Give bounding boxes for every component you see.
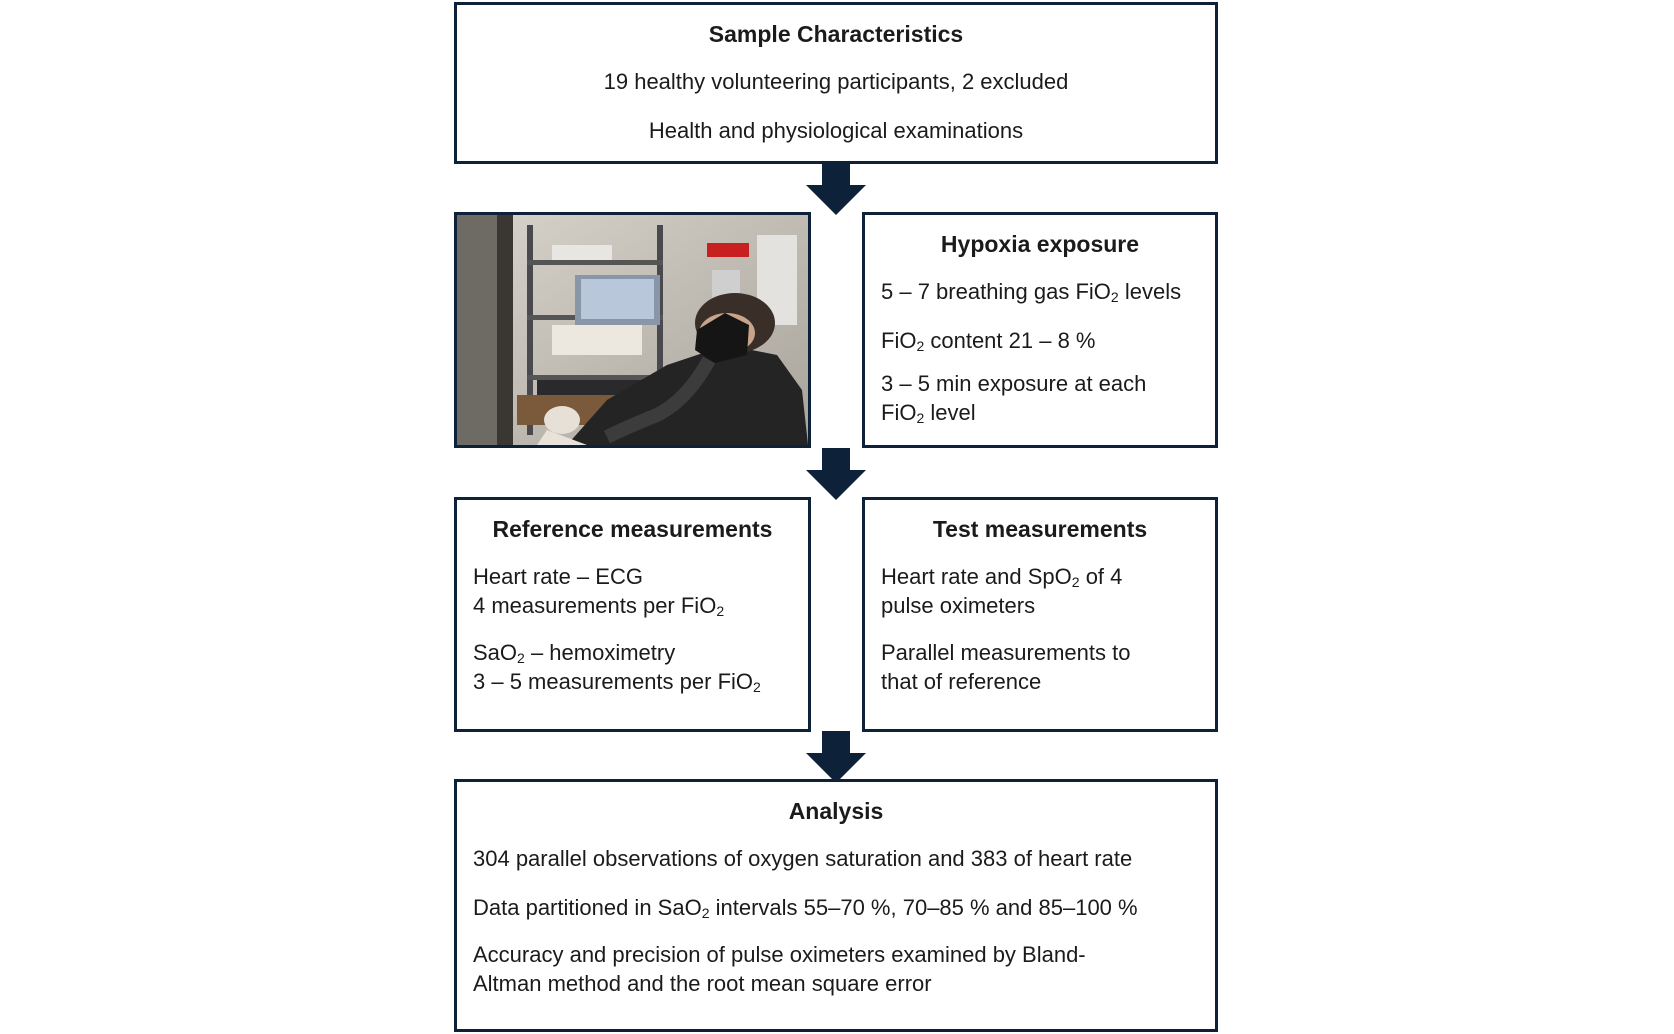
analysis-accuracy-text: Accuracy and precision of pulse oximeter… xyxy=(473,942,1086,996)
hypoxia-exposure-title: Hypoxia exposure xyxy=(940,231,1140,257)
participant-photo xyxy=(454,212,811,448)
analysis-partition-text: Data partitioned in SaO2 intervals 55–70… xyxy=(473,895,1138,921)
analysis-observations-text: 304 parallel observations of oxygen satu… xyxy=(473,846,1133,871)
analysis-box: Analysis 304 parallel observations of ox… xyxy=(454,779,1218,1032)
participant-with-oxygen-mask-photo-icon xyxy=(457,215,808,445)
test-measurements-title: Test measurements xyxy=(932,516,1148,542)
sample-characteristics-box: Sample Characteristics 19 healthy volunt… xyxy=(454,2,1218,164)
analysis-title: Analysis xyxy=(788,798,884,824)
reference-measurements-title: Reference measurements xyxy=(492,516,773,542)
test-measurements-box: Test measurements Heart rate and SpO2 of… xyxy=(862,497,1218,732)
down-arrow-icon xyxy=(806,448,866,500)
down-arrow-icon xyxy=(806,731,866,783)
sample-characteristics-title: Sample Characteristics xyxy=(708,21,964,47)
sample-participants-text: 19 healthy volunteering participants, 2 … xyxy=(603,69,1069,94)
down-arrow-icon xyxy=(806,163,866,215)
hypoxia-content-text: FiO2 content 21 – 8 % xyxy=(881,328,1096,354)
sample-examinations-text: Health and physiological examinations xyxy=(648,118,1024,143)
hypoxia-exposure-box: Hypoxia exposure 5 – 7 breathing gas FiO… xyxy=(862,212,1218,448)
hypoxia-levels-text: 5 – 7 breathing gas FiO2 levels xyxy=(881,279,1182,305)
